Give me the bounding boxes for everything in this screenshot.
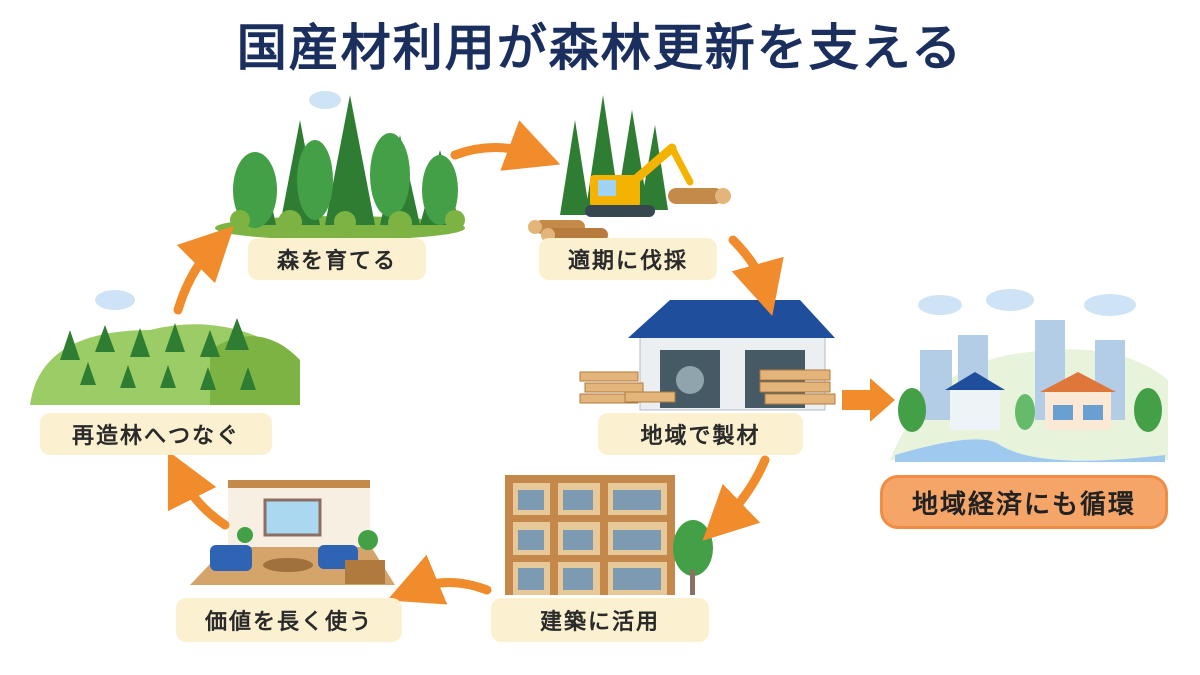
arrow-replant-to-grow — [173, 225, 235, 315]
arrow-sawmill-to-building — [702, 455, 770, 541]
interior-illustration — [190, 480, 395, 585]
arrow-use-to-replant — [167, 450, 230, 530]
outcome-label-local-economy: 地域経済にも循環 — [880, 475, 1168, 529]
step-label-long-use: 価値を長く使う — [176, 598, 402, 642]
step-label-reforestation: 再造林へつなぐ — [40, 413, 272, 455]
page-title: 国産材利用が森林更新を支える — [236, 19, 964, 77]
forest-illustration — [215, 91, 465, 240]
arrow-to-local-economy — [842, 378, 895, 422]
town-illustration — [890, 289, 1168, 462]
step-label-building-use: 建築に活用 — [491, 598, 709, 642]
arrow-grow-to-harvest — [450, 120, 561, 171]
harvest-illustration — [528, 95, 731, 242]
timber-building-illustration — [505, 475, 713, 595]
step-label-timely-harvest: 適期に伐採 — [539, 238, 717, 280]
arrow-harvest-to-sawmill — [728, 235, 784, 316]
sawmill-illustration — [579, 300, 836, 411]
arrow-building-to-use — [387, 554, 492, 605]
cycle-arrows — [167, 120, 784, 605]
replanting-illustration — [30, 290, 300, 405]
step-label-grow-forest: 森を育てる — [248, 238, 426, 280]
step-label-local-sawmill: 地域で製材 — [598, 413, 803, 455]
